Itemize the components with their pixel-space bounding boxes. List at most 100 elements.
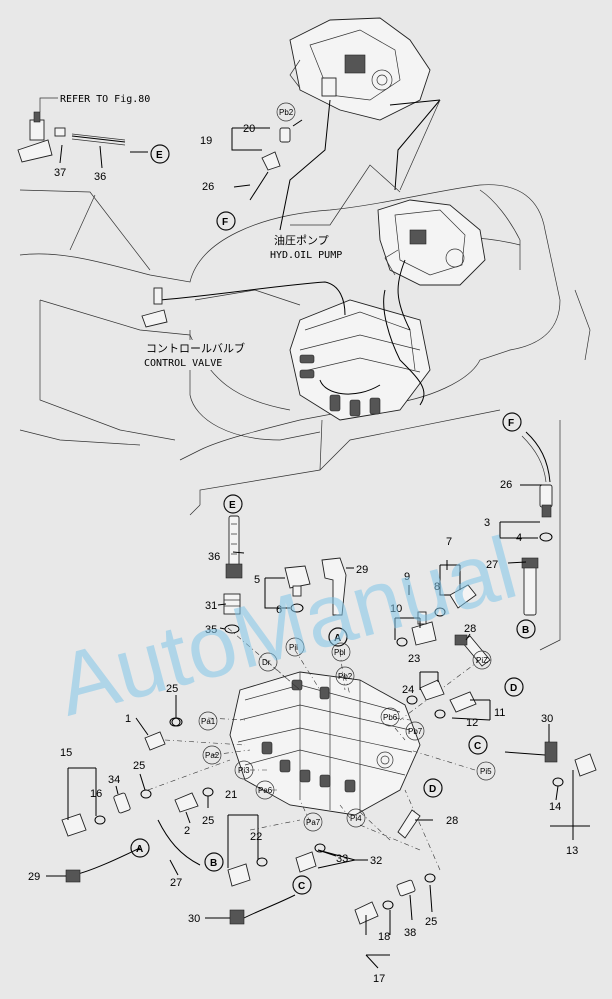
part-28-mid: 28 (464, 623, 476, 635)
leader-lines (46, 127, 574, 956)
callout-d-right: D (510, 683, 517, 694)
port-pi3: Pi3 (238, 766, 250, 775)
part-38: 38 (404, 927, 416, 939)
captions: REFER TO Fig.80 油圧ポンプ HYD.OIL PUMP コントロー… (60, 94, 358, 370)
part-26-top: 26 (202, 181, 214, 193)
port-pa7: Pa7 (306, 818, 321, 827)
part-3: 3 (484, 517, 490, 529)
part-12: 12 (466, 717, 478, 729)
part-26-right: 26 (500, 479, 512, 491)
valve-label-en: CONTROL VALVE (144, 358, 222, 369)
zone-lines (19, 99, 561, 651)
part-25-d: 25 (425, 916, 437, 928)
part-24: 24 (402, 684, 414, 696)
port-leader-lines (147, 627, 481, 871)
port-pb2: Pb2 (338, 672, 353, 681)
part-14: 14 (549, 801, 561, 813)
callout-f-right: F (508, 418, 514, 429)
part-34: 34 (108, 774, 120, 786)
callout-circle-b-right (516, 619, 536, 639)
small-pilot-valve (17, 97, 126, 163)
control-valve-exploded (229, 671, 421, 816)
port-pi5: Pi5 (480, 767, 492, 776)
port-pa1: Pa1 (201, 717, 216, 726)
part-25-a: 25 (166, 683, 178, 695)
callout-c-lower: C (298, 881, 305, 892)
callout-circle-c-lower (292, 875, 312, 895)
callout-a-mid: A (334, 633, 341, 644)
callout-b-right: B (522, 625, 529, 636)
part-9: 9 (404, 571, 410, 583)
part-37: 37 (54, 167, 66, 179)
part-25-c: 25 (202, 815, 214, 827)
callout-circle-f-top (216, 211, 236, 231)
callout-circle-b-lower (204, 852, 224, 872)
callout-circle-e-mid (223, 494, 243, 514)
callout-e-top: E (156, 150, 163, 161)
refer-note: REFER TO Fig.80 (60, 94, 150, 105)
callout-circle-d-lower (423, 778, 443, 798)
part-4: 4 (516, 532, 522, 544)
brackets (317, 825, 590, 969)
port-pbl: Pbl (334, 648, 346, 657)
callout-circle-f-right (502, 412, 522, 432)
callout-b-lower: B (210, 858, 217, 869)
callout-markers: E F F E A B D C D A B C (130, 144, 536, 895)
callout-circle-a-mid (328, 627, 348, 647)
callout-d-lower: D (429, 784, 436, 795)
part-27-right: 27 (486, 559, 498, 571)
part-23: 23 (408, 653, 420, 665)
part-29-mid: 29 (356, 564, 368, 576)
port-dr: Dr (262, 658, 271, 667)
port-pil: Pil (289, 643, 298, 652)
control-valve-top (159, 259, 431, 421)
port-piz: PiZ (476, 656, 488, 665)
part-17: 17 (373, 973, 385, 985)
part-8: 8 (434, 581, 440, 593)
callout-circle-e-top (150, 144, 170, 164)
part-30-lower: 30 (188, 913, 200, 925)
part-5: 5 (254, 574, 260, 586)
part-35: 35 (205, 624, 217, 636)
part-10: 10 (390, 603, 402, 615)
part-13: 13 (566, 845, 578, 857)
port-pa6: Pa6 (258, 786, 273, 795)
callout-e-mid: E (229, 500, 236, 511)
part-numbers: 20 19 37 36 26 26 3 4 27 7 8 9 10 28 36 … (28, 123, 578, 985)
hyd-pump-top (279, 17, 441, 231)
part-31: 31 (205, 600, 217, 612)
part-18: 18 (378, 931, 390, 943)
part-1: 1 (125, 713, 131, 725)
callout-a-lower: A (136, 844, 143, 855)
callout-circle-c-right (468, 735, 488, 755)
part-36-top: 36 (94, 171, 106, 183)
pump-label-en: HYD.OIL PUMP (270, 250, 342, 261)
part-32: 32 (370, 855, 382, 867)
part-21: 21 (225, 789, 237, 801)
part-36-mid: 36 (208, 551, 220, 563)
port-pb6: Pb6 (383, 713, 398, 722)
fittings-lower (61, 119, 597, 925)
part-16: 16 (90, 788, 102, 800)
callout-circle-d-right (504, 677, 524, 697)
callout-circle-a-lower (130, 838, 150, 858)
part-29-lower: 29 (28, 871, 40, 883)
part-7: 7 (446, 536, 452, 548)
port-pb2-top: Pb2 (279, 108, 294, 117)
part-19: 19 (200, 135, 212, 147)
part-11: 11 (494, 707, 505, 719)
part-30-right: 30 (541, 713, 553, 725)
callout-f-top: F (222, 217, 228, 228)
hyd-pump-middle (377, 199, 486, 286)
port-pb7: Pb7 (408, 727, 423, 736)
port-pa2: Pa2 (205, 751, 220, 760)
part-15: 15 (60, 747, 72, 759)
part-22: 22 (250, 831, 262, 843)
pump-label-jp: 油圧ポンプ (274, 233, 329, 247)
part-28-lower: 28 (446, 815, 458, 827)
callout-c-right: C (474, 741, 481, 752)
part-25-b: 25 (133, 760, 145, 772)
port-pi4: Pi4 (350, 814, 362, 823)
